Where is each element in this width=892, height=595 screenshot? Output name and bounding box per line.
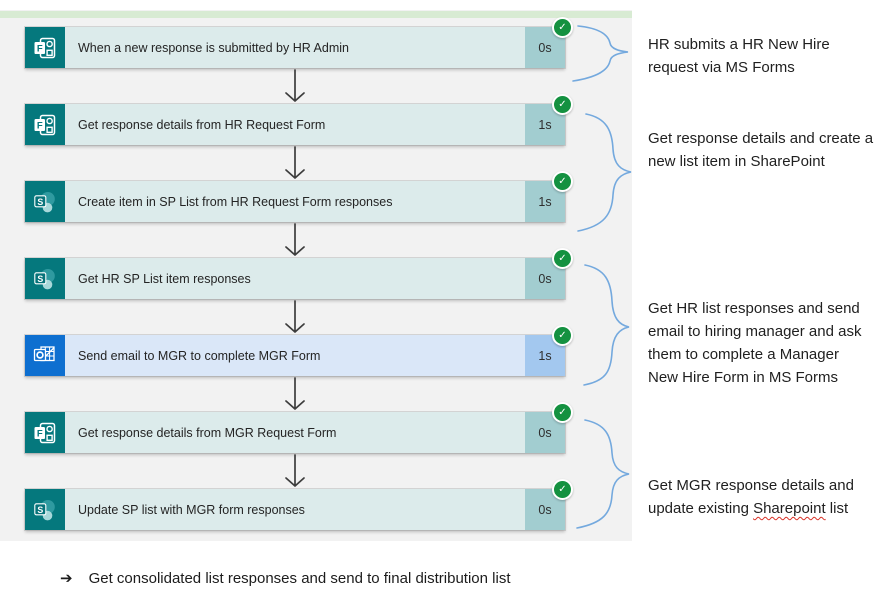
- flow-step[interactable]: F S Create item in SP List from HR Reque…: [25, 171, 573, 222]
- arrow-bullet-icon: ➔: [60, 570, 73, 587]
- flow-step[interactable]: F S When a new response is submitted by …: [25, 17, 573, 68]
- outlook-icon: F S: [25, 335, 65, 376]
- footnote-text: Get consolidated list responses and send…: [88, 570, 511, 587]
- step-label: Get HR SP List item responses: [65, 258, 525, 299]
- step-label: Get response details from MGR Request Fo…: [65, 412, 525, 453]
- step-label: Send email to MGR to complete MGR Form: [65, 335, 525, 376]
- flow-step[interactable]: F S Send email to MGR to complete MGR Fo…: [25, 325, 573, 376]
- forms-icon: F S: [25, 412, 65, 453]
- success-check-icon: ✓: [552, 402, 573, 423]
- svg-text:F: F: [37, 120, 43, 131]
- sharepoint-icon: F S: [25, 181, 65, 222]
- misspelled-word: Sharepoint: [753, 500, 826, 517]
- svg-text:S: S: [37, 273, 43, 283]
- annotation-text: Get HR list responses and send email to …: [648, 300, 862, 386]
- flow-step[interactable]: F S Get response details from HR Request…: [25, 94, 573, 145]
- flow-step[interactable]: F S Update SP list with MGR form respons…: [25, 479, 573, 530]
- svg-text:S: S: [37, 196, 43, 206]
- step-label: Get response details from HR Request For…: [65, 104, 525, 145]
- panel-top-strip: [0, 11, 632, 18]
- success-check-icon: ✓: [552, 17, 573, 38]
- svg-text:F: F: [37, 428, 43, 439]
- sharepoint-icon: F S: [25, 489, 65, 530]
- sharepoint-icon: F S: [25, 258, 65, 299]
- forms-icon: F S: [25, 104, 65, 145]
- step-label: When a new response is submitted by HR A…: [65, 27, 525, 68]
- flow-step[interactable]: F S Get response details from MGR Reques…: [25, 402, 573, 453]
- success-check-icon: ✓: [552, 479, 573, 500]
- success-check-icon: ✓: [552, 248, 573, 269]
- annotation-text: HR submits a HR New Hire request via MS …: [648, 36, 830, 76]
- flow-step[interactable]: F S Get HR SP List item responses 0s ✓: [25, 248, 573, 299]
- step-label: Update SP list with MGR form responses: [65, 489, 525, 530]
- footnote: ➔ Get consolidated list responses and se…: [60, 569, 510, 587]
- svg-text:S: S: [37, 504, 43, 514]
- success-check-icon: ✓: [552, 94, 573, 115]
- annotation-text: Get MGR response details and update exis…: [648, 477, 854, 517]
- svg-text:F: F: [37, 43, 43, 54]
- success-check-icon: ✓: [552, 171, 573, 192]
- annotation-text: Get response details and create a new li…: [648, 130, 874, 170]
- forms-icon: F S: [25, 27, 65, 68]
- success-check-icon: ✓: [552, 325, 573, 346]
- step-label: Create item in SP List from HR Request F…: [65, 181, 525, 222]
